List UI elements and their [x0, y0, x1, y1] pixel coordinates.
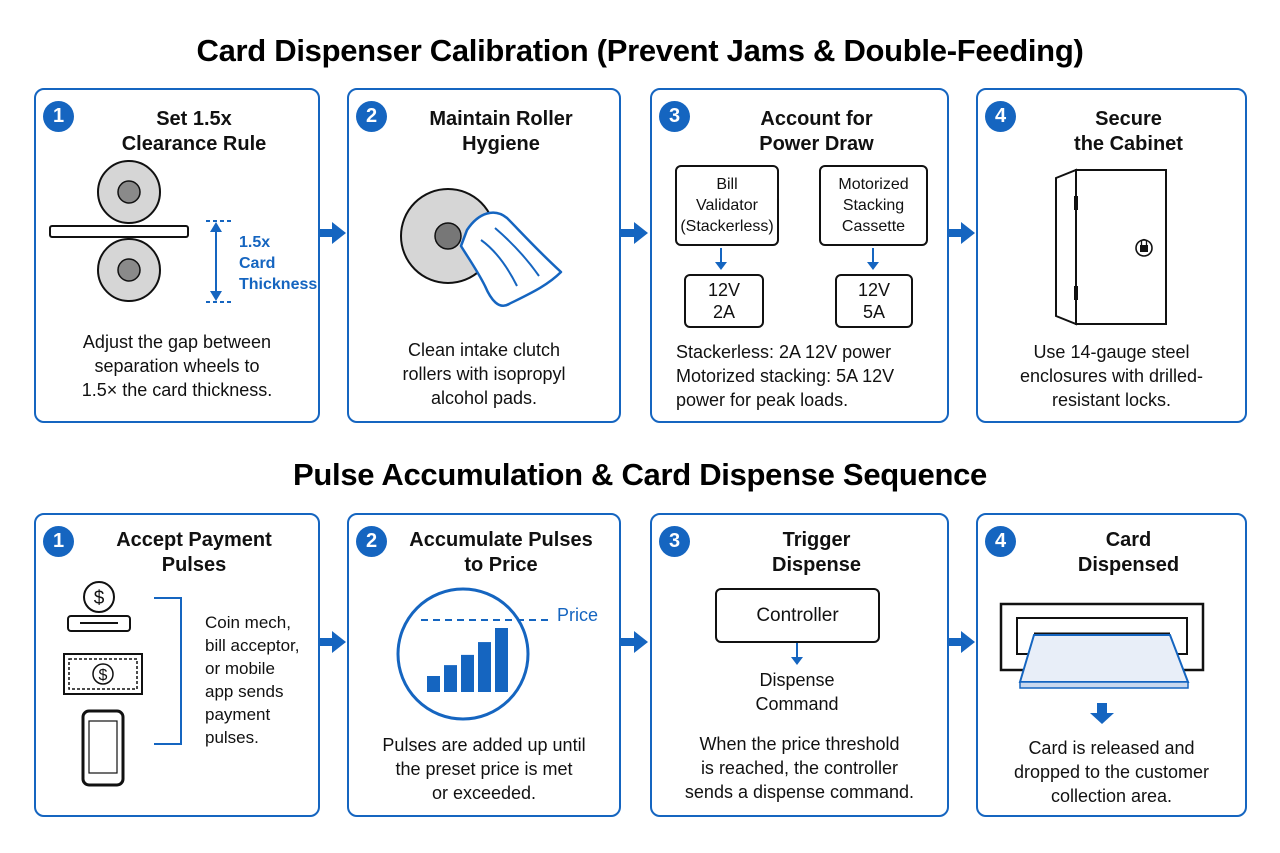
step-title: Secure the Cabinet — [1074, 108, 1183, 155]
flow-arrow-icon — [318, 631, 346, 653]
step-description: Use 14-gauge steel enclosures with drill… — [1019, 342, 1204, 410]
step-title: Maintain Roller Hygiene — [429, 108, 573, 155]
step-card-roller-hygiene: 2 Maintain Roller Hygiene Clean intake c… — [347, 88, 621, 423]
step-card-clearance: 1 Set 1.5x Clearance Rule 1.5x Card Thic… — [34, 88, 320, 423]
cabinet-lock-icon — [1055, 168, 1167, 326]
step-card-power-draw: 3 Account for Power Draw Bill Validator … — [650, 88, 949, 423]
step-description: Clean intake clutch rollers with isoprop… — [402, 340, 566, 408]
step-number-badge: 3 — [659, 526, 690, 557]
grouping-bracket — [154, 597, 182, 745]
pulse-bar — [444, 665, 457, 692]
flow-arrow-icon — [947, 631, 975, 653]
payment-sources-text: Coin mech, bill acceptor, or mobile app … — [205, 613, 300, 747]
price-threshold-label: Price — [557, 605, 599, 625]
step-title: Card Dispensed — [1077, 529, 1180, 576]
step-description: Adjust the gap between separation wheels… — [81, 332, 273, 400]
step-card-card-dispensed: 4 Card Dispensed Card is released and dr… — [976, 513, 1247, 817]
flow-arrow-icon — [947, 222, 975, 244]
down-arrow-icon — [715, 248, 879, 270]
down-arrow-icon — [791, 643, 803, 665]
step-description: Stackerless: 2A 12V power Motorized stac… — [676, 342, 895, 410]
step-description: Card is released and dropped to the cust… — [1013, 738, 1210, 806]
step-number-badge: 3 — [659, 101, 690, 132]
card-slot-icon — [999, 602, 1205, 689]
step-description: When the price threshold is reached, the… — [684, 734, 915, 802]
device-bill-validator: Bill Validator (Stackerless) — [675, 165, 779, 246]
flow-arrow-icon — [620, 631, 648, 653]
smartphone-icon — [81, 709, 125, 787]
pulse-bar — [495, 628, 508, 692]
step-number-badge: 2 — [356, 526, 387, 557]
step-number-badge: 2 — [356, 101, 387, 132]
step-number-badge: 4 — [985, 526, 1016, 557]
section-title-calibration: Card Dispenser Calibration (Prevent Jams… — [196, 33, 1084, 68]
pulse-bar — [478, 642, 491, 692]
section-title-pulse-sequence: Pulse Accumulation & Card Dispense Seque… — [293, 457, 987, 492]
svg-text:$: $ — [99, 667, 108, 684]
step-title: Set 1.5x Clearance Rule — [121, 108, 267, 155]
controller-box: Controller — [715, 588, 880, 643]
coin-icon: $ — [67, 581, 131, 632]
pulse-bar — [427, 676, 440, 692]
step-title: Account for Power Draw — [759, 108, 874, 155]
step-number-badge: 1 — [43, 526, 74, 557]
power-rating-5a: 12V 5A — [835, 274, 913, 328]
step-card-trigger-dispense: 3 Trigger Dispense Controller Dispense C… — [650, 513, 949, 817]
down-arrow-icon — [1090, 703, 1114, 724]
flow-arrow-icon — [318, 222, 346, 244]
dispense-command-label: Dispense Command — [755, 670, 839, 714]
pulse-bars-icon — [396, 587, 549, 721]
step-description: Pulses are added up until the preset pri… — [382, 735, 586, 803]
step-title: Accumulate Pulses to Price — [409, 529, 593, 576]
step-title: Trigger Dispense — [772, 529, 861, 576]
step-card-secure-cabinet: 4 Secure the Cabinet Use 14-gauge steel … — [976, 88, 1247, 423]
gap-label: 1.5x Card Thickness — [239, 234, 318, 293]
step-card-accumulate: 2 Accumulate Pulses to Price Price Pulse… — [347, 513, 621, 817]
step-number-badge: 1 — [43, 101, 74, 132]
banknote-icon: $ — [63, 653, 143, 695]
flow-arrow-icon — [620, 222, 648, 244]
pulse-bar — [461, 654, 474, 692]
step-card-accept-pulses: 1 Accept Payment Pulses $ $ Coin mech, b… — [34, 513, 320, 817]
step-number-badge: 4 — [985, 101, 1016, 132]
power-rating-2a: 12V 2A — [684, 274, 764, 328]
roller-cleaning-icon — [400, 188, 563, 307]
rollers-icon — [49, 160, 232, 303]
svg-text:$: $ — [94, 588, 105, 609]
device-stacking-cassette: Motorized Stacking Cassette — [819, 165, 928, 246]
step-title: Accept Payment Pulses — [116, 529, 272, 576]
